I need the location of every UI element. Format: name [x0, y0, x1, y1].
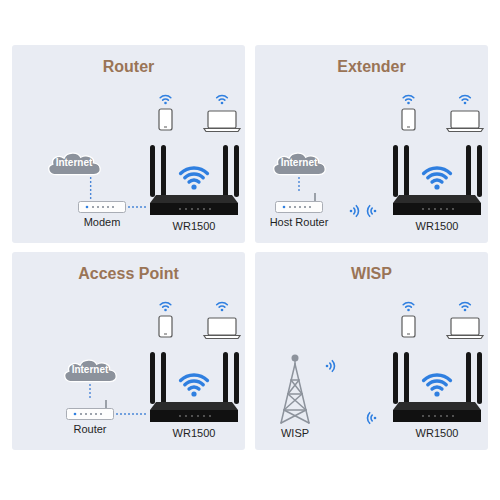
wr1500-router: WR1500 — [391, 350, 483, 440]
client-group — [159, 303, 240, 339]
wr1500-router: WR1500 — [148, 143, 240, 233]
wisp-tower: WISP — [273, 352, 317, 440]
router-device: Router — [66, 400, 114, 436]
internet-cloud: Internet — [61, 357, 120, 383]
panel-title: Access Point — [12, 264, 245, 283]
router-device: Host Router — [270, 193, 329, 229]
router-icon — [275, 193, 323, 213]
router-icon — [391, 350, 483, 424]
dotted-link — [116, 413, 146, 414]
client-group — [159, 96, 240, 132]
client-group — [326, 303, 483, 424]
router-icon — [148, 143, 240, 217]
internet-cloud: Internet — [45, 150, 104, 176]
cloud-label: Internet — [56, 157, 93, 169]
client-group — [350, 96, 483, 217]
device-label: WR1500 — [173, 427, 216, 440]
internet-cloud: Internet — [270, 150, 329, 176]
cloud-label: Internet — [281, 157, 318, 169]
wr1500-router: WR1500 — [148, 350, 240, 440]
mode-panel: Access PointInternetRouter WR1500 — [12, 252, 245, 450]
router-icon — [66, 400, 114, 420]
tower-icon — [273, 352, 317, 424]
panel-title: Extender — [255, 57, 488, 76]
device-label: Host Router — [270, 216, 329, 229]
router-icon — [148, 350, 240, 424]
device-label: WISP — [281, 427, 309, 440]
mode-panel: RouterInternetModem WR1500 — [12, 45, 245, 243]
modem-icon — [78, 201, 126, 213]
device-label: WR1500 — [416, 220, 459, 233]
dotted-link — [128, 206, 146, 207]
wr1500-router: WR1500 — [391, 143, 483, 233]
dotted-link — [89, 384, 90, 399]
panel-title: Router — [12, 57, 245, 76]
cloud-label: Internet — [72, 364, 109, 376]
router-icon — [391, 143, 483, 217]
device-label: Router — [73, 423, 106, 436]
device-label: WR1500 — [416, 427, 459, 440]
device-label: Modem — [84, 216, 121, 229]
dotted-link — [298, 177, 299, 192]
modem-device: Modem — [78, 201, 126, 229]
dotted-link — [90, 177, 91, 200]
panel-title: WISP — [255, 264, 488, 283]
device-label: WR1500 — [173, 220, 216, 233]
